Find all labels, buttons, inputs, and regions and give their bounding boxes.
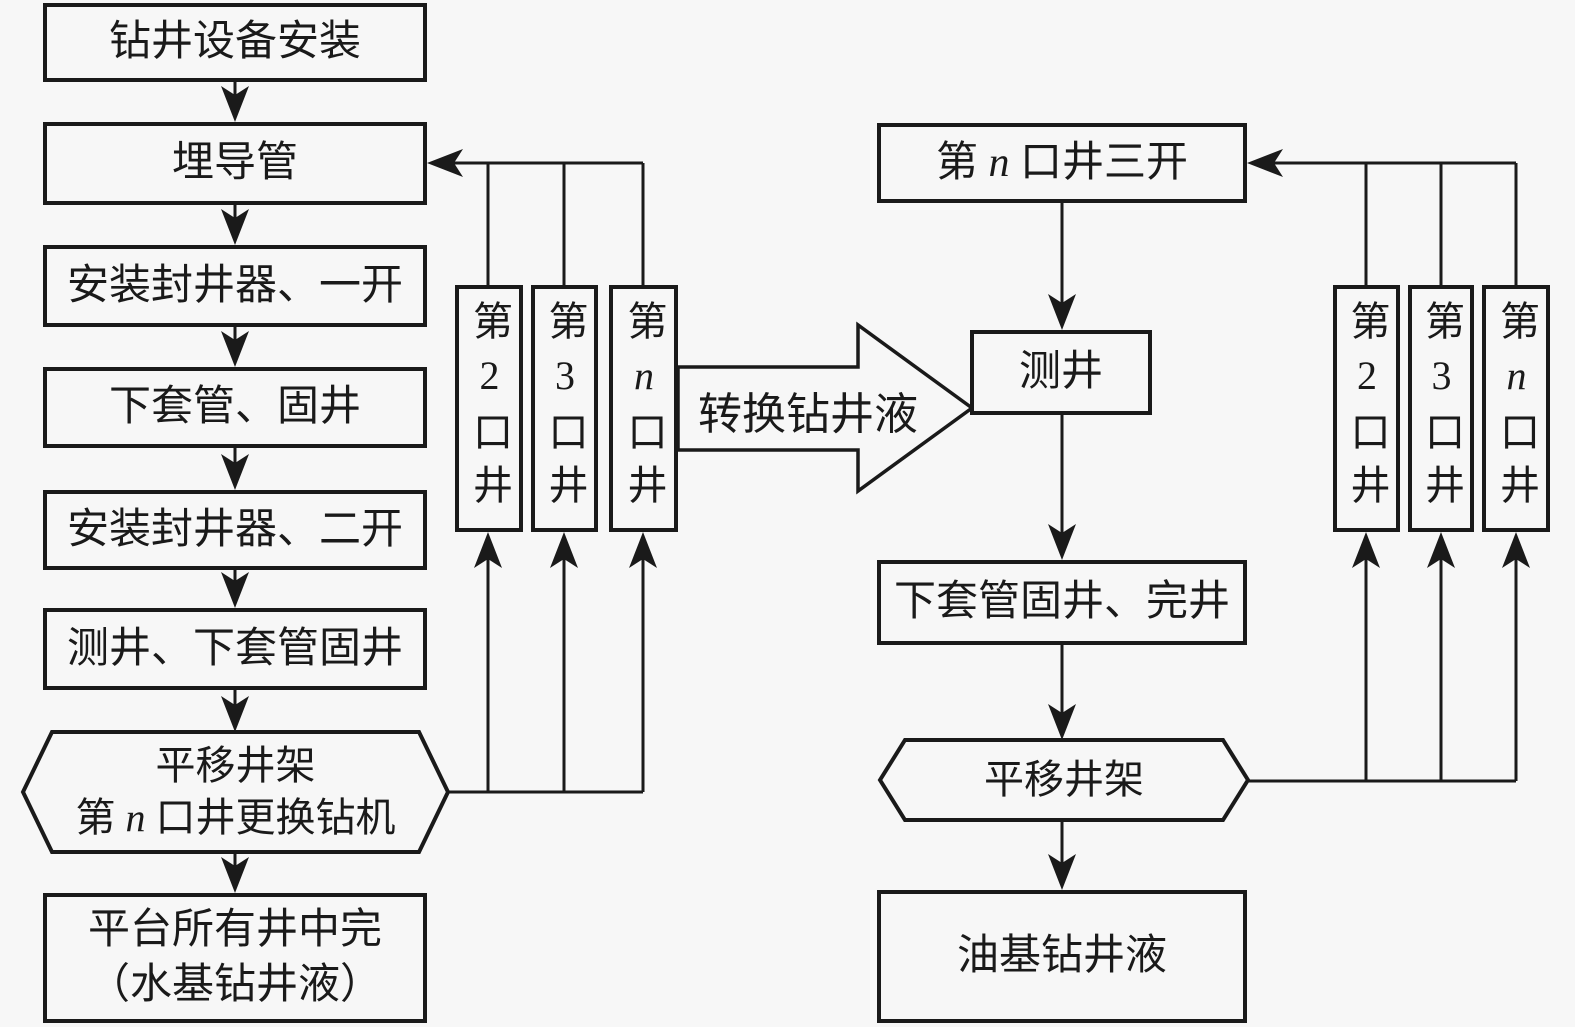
well-track-label: 第3口井 — [1419, 300, 1464, 517]
transfer-drilling-fluid-arrow — [676, 321, 975, 495]
flow-step-logging-casing-cement: 测井、下套管固井 — [43, 608, 427, 690]
arrow-head-up — [474, 532, 502, 568]
flow-step-conductor-pipe: 埋导管 — [43, 122, 427, 205]
well-track-label: 第2口井 — [1344, 300, 1390, 517]
flow-step-bop-first-spud: 安装封井器、一开 — [43, 245, 427, 327]
flow-step-nth-well-third-opening: 第 n 口井三开 — [877, 123, 1247, 203]
well-track-label: 第n口井 — [1494, 300, 1539, 517]
flow-step-label: 安装封井器、一开 — [66, 262, 403, 309]
flow-step-label: 测井、下套管固井 — [66, 625, 403, 672]
flow-step-platform-wells-complete: 平台所有井中完 （水基钻井液） — [43, 893, 427, 1023]
well-track-label: 第2口井 — [467, 300, 512, 517]
flow-step-label: 钻井设备安装 — [108, 19, 361, 66]
flow-step-oil-based-drilling-fluid: 油基钻井液 — [877, 890, 1247, 1023]
flow-step-label: 第 n 口井三开 — [935, 139, 1189, 186]
flow-step-label: 油基钻井液 — [956, 933, 1167, 980]
flow-step-casing-cement-completion: 下套管固井、完井 — [877, 560, 1247, 645]
hexagon-line1: 平移井架 — [155, 743, 316, 788]
arrow-head-left — [427, 149, 463, 177]
well-track-2-right: 第2口井 — [1333, 285, 1400, 532]
hexagon-move-derrick-change-rig-shape — [20, 730, 451, 854]
flow-step-label: 埋导管 — [171, 140, 298, 187]
well-track-3-left: 第3口井 — [531, 285, 598, 532]
well-track-2-left: 第2口井 — [455, 285, 523, 532]
flow-step-label: 下套管固井、完井 — [893, 579, 1230, 626]
final-line1: 平台所有井中完 — [87, 907, 382, 954]
hexagon-move-derrick-shape — [877, 738, 1251, 822]
transfer-drilling-fluid-label: 转换钻井液 — [690, 382, 926, 439]
hexagon-line1: 平移井架 — [984, 757, 1144, 802]
well-track-n-right: 第n口井 — [1482, 285, 1550, 532]
flow-step-label: 安装封井器、二开 — [66, 506, 403, 553]
flow-step-run-casing-cement: 下套管、固井 — [43, 367, 427, 448]
flow-step-bop-second-spud: 安装封井器、二开 — [43, 490, 427, 570]
well-track-label: 第3口井 — [542, 300, 588, 517]
transfer-arrow-text: 转换钻井液 — [698, 390, 918, 439]
hexagon-move-derrick-change-rig-label: 平移井架 第 n 口井更换钻机 — [23, 732, 448, 852]
flow-step-equipment-install: 钻井设备安装 — [43, 3, 427, 82]
flow-step-label: 下套管、固井 — [108, 384, 361, 431]
flow-step-label: 测井 — [1018, 349, 1103, 396]
flow-step-logging: 测井 — [970, 330, 1152, 415]
well-track-n-left: 第n口井 — [609, 285, 678, 532]
well-track-3-right: 第3口井 — [1408, 285, 1474, 532]
well-track-label: 第n口井 — [621, 300, 667, 517]
hexagon-line2: 第 n 口井更换钻机 — [75, 795, 396, 840]
arrow-head-down — [221, 86, 249, 122]
final-line2: （水基钻井液） — [87, 962, 382, 1008]
hexagon-move-derrick-label: 平移井架 — [880, 740, 1248, 820]
